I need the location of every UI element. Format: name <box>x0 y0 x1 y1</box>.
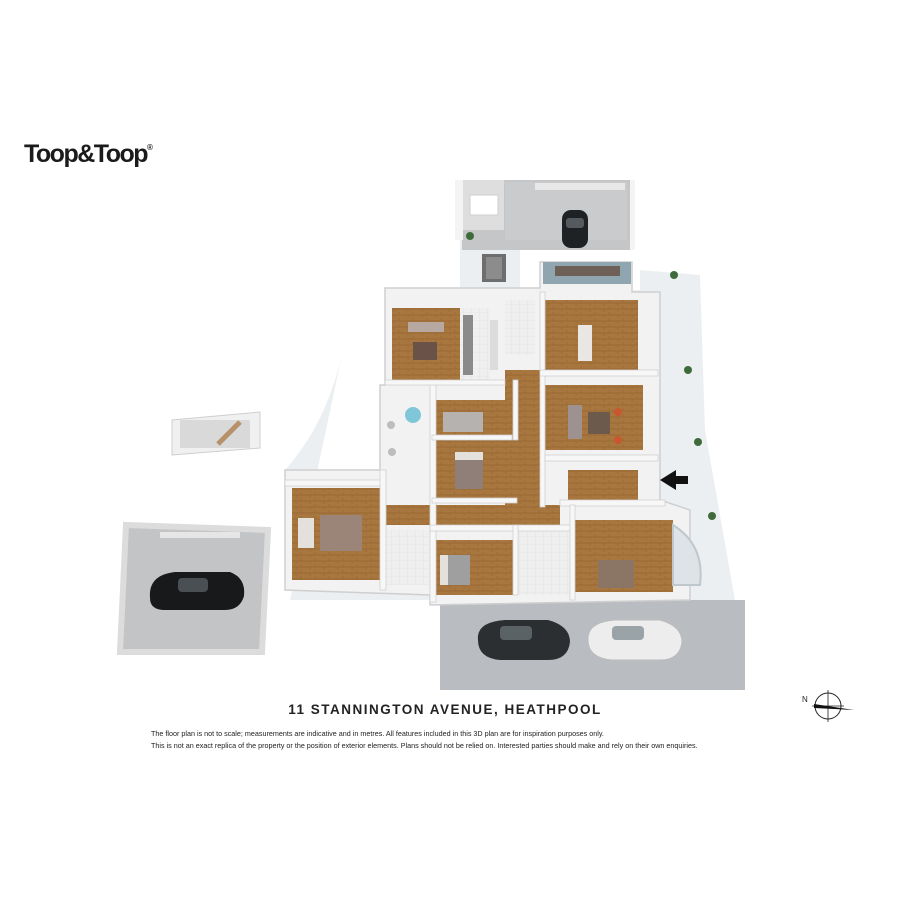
sofa-icon <box>568 405 622 444</box>
garage-top <box>455 180 635 250</box>
bed-icon <box>598 560 634 588</box>
property-address: 11 STANNINGTON AVENUE, HEATHPOOL <box>288 702 602 717</box>
hallway-south <box>385 505 560 525</box>
car-icon <box>477 620 570 660</box>
bed-icon <box>298 515 362 551</box>
dining-table-icon <box>578 325 592 361</box>
logo-text: Toop&Toop <box>24 140 149 168</box>
bathroom-south <box>518 530 570 595</box>
dining-table-icon <box>482 254 506 282</box>
bed-icon <box>455 452 483 489</box>
logo-registered-mark: ® <box>147 143 153 152</box>
entry-arrow-icon <box>660 470 688 490</box>
brand-logo: Toop&Toop® <box>24 140 153 169</box>
outdoor-store <box>171 411 261 456</box>
car-icon <box>149 572 245 610</box>
compass-north-label: N <box>802 695 808 704</box>
stairs <box>216 420 242 446</box>
disclaimer-line-1: The floor plan is not to scale; measurem… <box>151 729 604 738</box>
sofa-icon <box>408 322 444 360</box>
bed-icon <box>443 412 483 432</box>
disclaimer-line-2: This is not an exact replica of the prop… <box>151 741 698 750</box>
spa-icon <box>387 407 421 456</box>
study <box>568 470 638 500</box>
car-icon <box>587 619 683 661</box>
internal-walls <box>284 291 666 603</box>
ensuite <box>383 530 431 585</box>
plant-icon <box>466 232 716 520</box>
compass-icon <box>812 690 854 722</box>
car-icon <box>562 210 588 248</box>
bay-window <box>672 523 702 586</box>
bed-icon <box>440 555 470 585</box>
laundry <box>505 300 535 355</box>
kitchen-bench <box>463 315 498 375</box>
sunroom-bench <box>555 266 620 276</box>
